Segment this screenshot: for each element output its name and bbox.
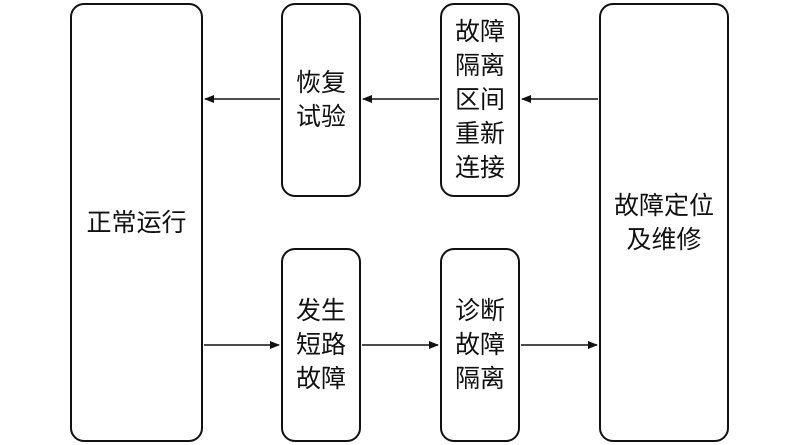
label-line: 区间 — [454, 85, 505, 114]
node-recovery-test-label: 恢复 试验 — [296, 66, 346, 134]
label-line: 试验 — [295, 102, 346, 131]
label-line: 发生 — [295, 296, 346, 325]
node-short-circuit: 发生 短路 故障 — [281, 248, 361, 442]
node-reconnect-label: 故障 隔离 区间 重新 连接 — [455, 15, 505, 185]
label-line: 恢复 — [295, 68, 346, 97]
label-line: 隔离 — [454, 51, 505, 80]
label-line: 故障 — [454, 17, 505, 46]
node-diagnosis-label: 诊断 故障 隔离 — [455, 294, 505, 396]
node-fault-location: 故障定位 及维修 — [599, 3, 729, 442]
label-line: 重新 — [454, 119, 505, 148]
node-short-circuit-label: 发生 短路 故障 — [296, 294, 346, 396]
node-recovery-test: 恢复 试验 — [281, 3, 361, 197]
label-line: 及维修 — [626, 224, 702, 254]
node-normal-operation-label: 正常运行 — [86, 206, 186, 240]
node-diagnosis: 诊断 故障 隔离 — [440, 248, 520, 442]
label-line: 隔离 — [454, 364, 505, 393]
label-line: 故障 — [454, 330, 505, 359]
node-normal-operation: 正常运行 — [70, 3, 203, 442]
label-line: 连接 — [454, 153, 505, 182]
label-line: 故障定位 — [613, 190, 714, 220]
label-line: 正常运行 — [86, 207, 187, 237]
label-line: 短路 — [295, 330, 346, 359]
label-line: 故障 — [295, 364, 346, 393]
label-line: 诊断 — [454, 296, 505, 325]
node-fault-location-label: 故障定位 及维修 — [614, 189, 714, 257]
node-reconnect: 故障 隔离 区间 重新 连接 — [440, 3, 520, 197]
